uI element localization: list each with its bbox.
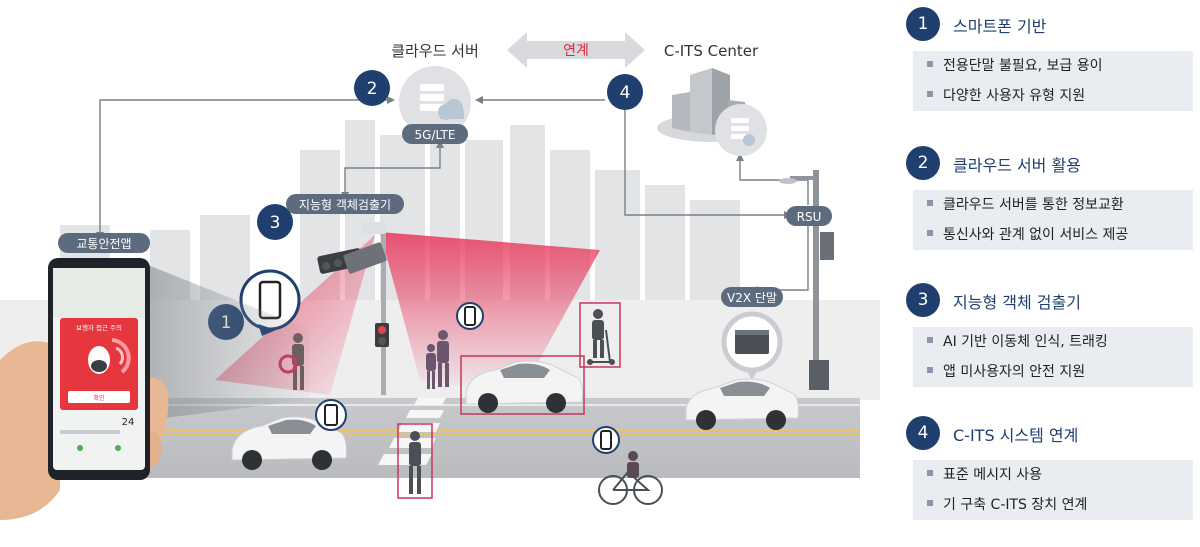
rsu-pole <box>779 170 834 390</box>
section-title: 스마트폰 기반 <box>953 17 1047 36</box>
link-label: 연계 <box>563 43 589 59</box>
feature-panel: 1 스마트폰 기반 전용단말 불필요, 보급 용이 다양한 사용자 유형 지원 … <box>903 0 1200 547</box>
v2x-pill <box>721 287 783 307</box>
car-center <box>465 360 583 413</box>
detection-box-pedestrian <box>397 423 433 499</box>
list-item: 통신사와 관계 없이 서비스 제공 <box>913 220 1193 250</box>
svg-text:3: 3 <box>270 213 281 233</box>
smartphone: 보행자 접근 주의 확인 24 <box>48 258 150 480</box>
detection-box-scooter <box>579 302 621 368</box>
section-items: 표준 메시지 사용 기 구축 C-ITS 장치 연계 <box>913 460 1193 520</box>
cits-center-label: C-ITS Center <box>664 42 759 60</box>
v2x-terminal-icon <box>721 311 783 380</box>
section-title: 지능형 객체 검출기 <box>953 293 1081 312</box>
cloud-server-icon <box>399 66 471 138</box>
list-item: 앱 미사용자의 안전 지원 <box>913 357 1193 387</box>
traffic-light-pole <box>317 222 389 395</box>
car-left <box>231 416 347 470</box>
link-double-arrow <box>507 32 645 68</box>
phone-marker-small-2 <box>456 302 484 330</box>
svg-text:4: 4 <box>620 83 631 103</box>
section-number: 3 <box>906 283 940 317</box>
v2x-label: V2X 단말 <box>727 291 777 305</box>
section-number: 1 <box>906 7 940 41</box>
phone-marker-small-1 <box>315 399 347 431</box>
list-item: 표준 메시지 사용 <box>913 460 1193 490</box>
scooter-rider <box>587 309 615 365</box>
list-item: 클라우드 서버를 통한 정보교환 <box>913 190 1193 220</box>
car-right <box>685 378 799 430</box>
cits-server-icon <box>715 104 767 156</box>
detector-label: 지능형 객체검출기 <box>299 198 391 212</box>
list-item: 다양한 사용자 유형 지원 <box>913 81 1193 111</box>
network-label: 5G/LTE <box>415 128 456 142</box>
rsu-label: RSU <box>797 210 822 224</box>
badge-3: 3 <box>257 204 293 240</box>
phone-count: 24 <box>122 417 135 428</box>
section-title: 클라우드 서버 활용 <box>953 156 1081 175</box>
detector-pill <box>286 194 404 214</box>
phone-confirm-label: 확인 <box>93 394 104 402</box>
section-title: C-ITS 시스템 연계 <box>953 426 1079 445</box>
section-items: AI 기반 이동체 인식, 트래킹 앱 미사용자의 안전 지원 <box>913 327 1193 387</box>
phone-alert-title: 보행자 접근 주의 <box>76 323 122 332</box>
phone-beam <box>148 265 310 420</box>
badge-4: 4 <box>607 74 643 110</box>
svg-text:2: 2 <box>367 79 378 99</box>
rsu-pill <box>786 206 832 226</box>
section-number: 4 <box>906 416 940 450</box>
diagram-scene: 연계 클라우드 서버 5G/LTE C-ITS Center 2 4 <box>0 32 880 520</box>
pedestrian-group <box>426 330 449 389</box>
detection-box-car <box>460 355 585 415</box>
network-pill <box>402 124 468 144</box>
cyclist <box>598 451 663 505</box>
cloud-server-label: 클라우드 서버 <box>391 42 479 60</box>
pedestrian-crossing <box>409 431 421 494</box>
phone-marker-small-3 <box>592 426 620 454</box>
section-items: 클라우드 서버를 통한 정보교환 통신사와 관계 없이 서비스 제공 <box>913 190 1193 250</box>
app-pill <box>58 233 150 253</box>
badge-2: 2 <box>354 70 390 106</box>
section-items: 전용단말 불필요, 보급 용이 다양한 사용자 유형 지원 <box>913 51 1193 111</box>
app-label: 교통안전앱 <box>76 237 131 251</box>
list-item: AI 기반 이동체 인식, 트래킹 <box>913 327 1193 357</box>
section-number: 2 <box>906 146 940 180</box>
list-item: 전용단말 불필요, 보급 용이 <box>913 51 1193 81</box>
list-item: 기 구축 C-ITS 장치 연계 <box>913 490 1193 520</box>
